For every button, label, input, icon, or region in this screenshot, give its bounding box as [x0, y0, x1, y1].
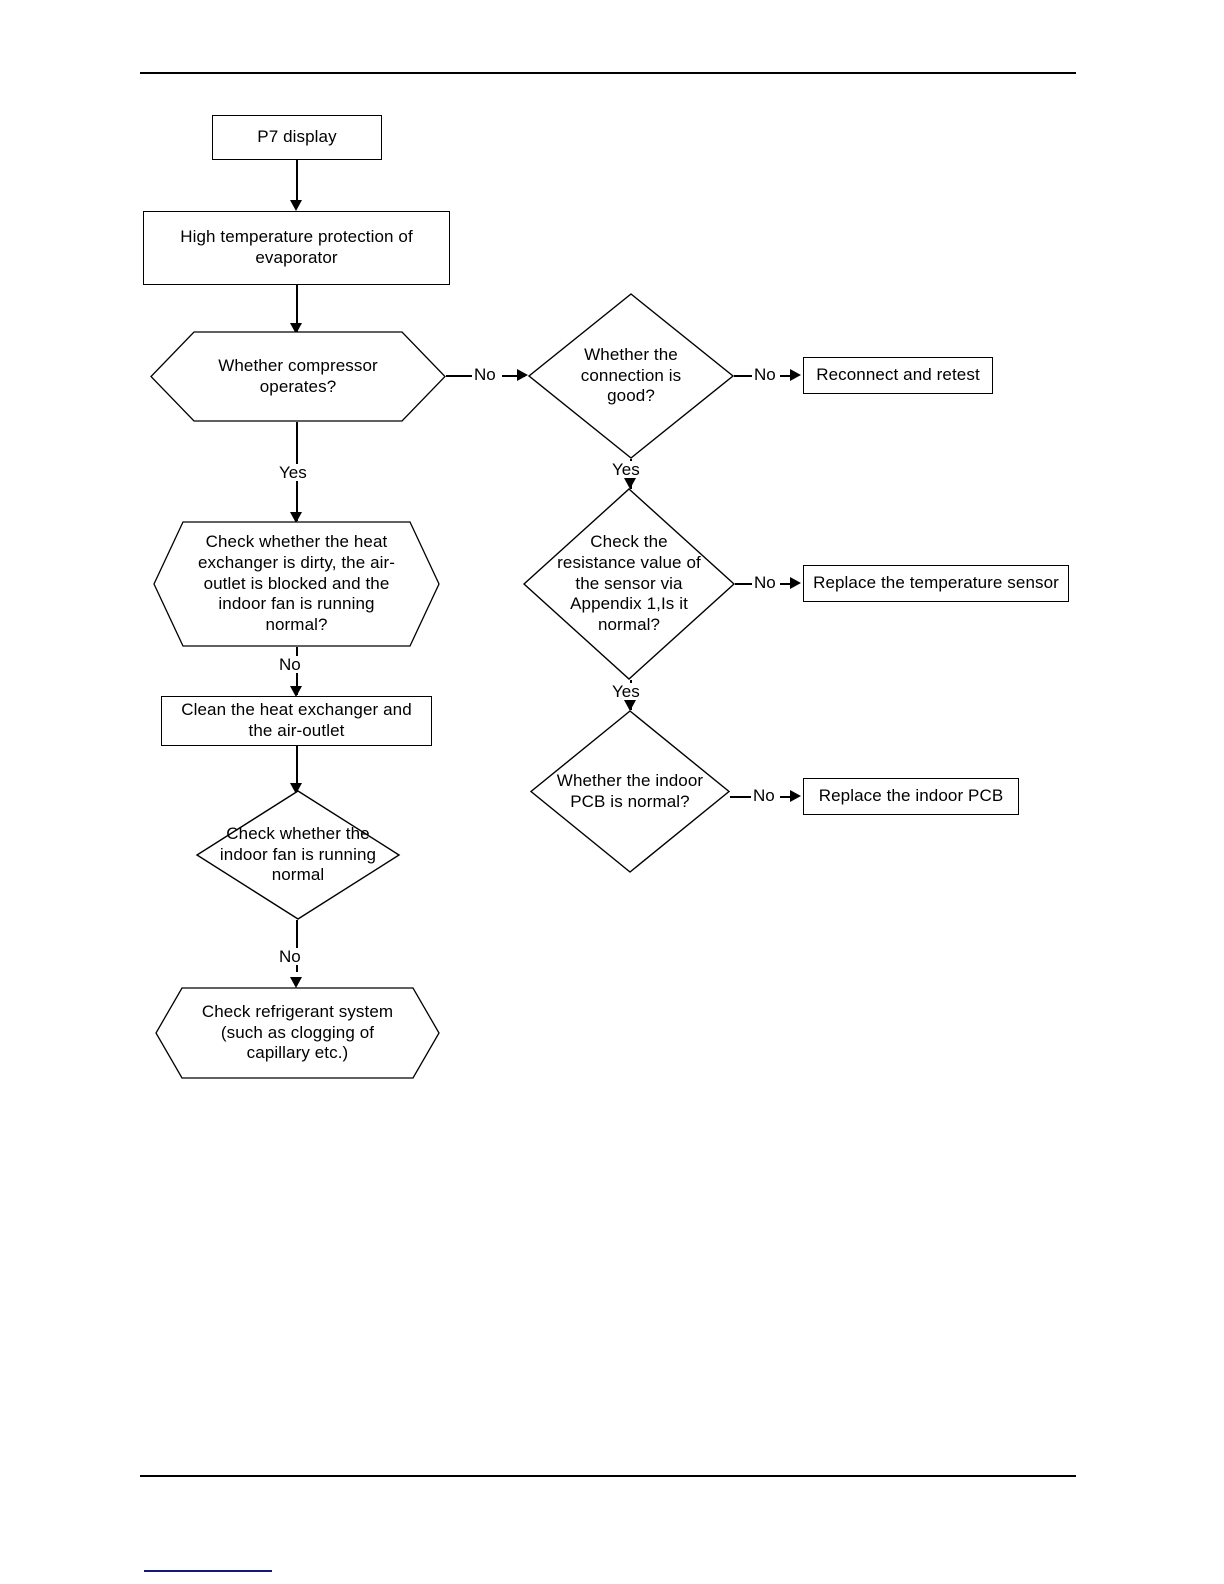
hexagon-shape — [153, 521, 440, 647]
edge-clean-to-fan-arrow — [290, 783, 302, 794]
edge-label-compressor-yes: Yes — [277, 463, 309, 482]
edge-compressor-yes-arrow — [290, 512, 302, 523]
node-heat-exchanger-check-label: Check whether the heat exchanger is dirt… — [197, 532, 396, 635]
node-indoor-fan-running: Check whether the indoor fan is running … — [195, 790, 401, 920]
edge-sensor-no-arrow — [790, 577, 801, 589]
header-rule — [140, 72, 1076, 74]
node-p7-display: P7 display — [212, 115, 382, 160]
diamond-shape — [527, 293, 735, 459]
edge-label-sensor-no: No — [752, 573, 778, 592]
node-indoor-pcb-normal-label: Whether the indoor PCB is normal? — [556, 770, 704, 811]
node-replace-temperature-sensor-label: Replace the temperature sensor — [813, 573, 1059, 593]
edge-hightemp-to-compressor-arrow — [290, 323, 302, 334]
node-reconnect-and-retest-label: Reconnect and retest — [816, 365, 980, 385]
hexagon-shape — [150, 331, 446, 422]
edge-clean-to-fan-line — [296, 746, 298, 792]
edge-fan-no-line — [296, 920, 298, 972]
edge-sensor-no-line-a — [735, 583, 753, 585]
edge-label-connection-yes: Yes — [610, 460, 642, 479]
node-clean-heat-exchanger: Clean the heat exchanger and the air-out… — [161, 696, 432, 746]
diamond-shape — [195, 790, 401, 920]
edge-pcb-no-line-a — [730, 796, 752, 798]
edge-compressor-no-line-a — [446, 375, 473, 377]
edge-connection-yes-arrow — [624, 478, 636, 489]
edge-pcb-no-arrow — [790, 790, 801, 802]
node-reconnect-and-retest: Reconnect and retest — [803, 357, 993, 394]
node-indoor-pcb-normal: Whether the indoor PCB is normal? — [529, 710, 731, 873]
diamond-shape — [529, 710, 731, 873]
edge-label-connection-no: No — [752, 365, 778, 384]
node-connection-good-label: Whether the connection is good? — [580, 344, 682, 406]
edge-connection-no-line-a — [734, 375, 754, 377]
edge-label-pcb-no: No — [751, 786, 777, 805]
edge-connection-no-line-b — [780, 375, 796, 377]
node-sensor-resistance-check-label: Check the resistance value of the sensor… — [557, 532, 701, 635]
node-compressor-operates: Whether compressor operates? — [150, 331, 446, 422]
edge-p7-to-hightemp — [296, 160, 298, 205]
node-compressor-operates-label: Whether compressor operates? — [218, 355, 378, 396]
edge-compressor-no-line-b — [502, 375, 525, 377]
node-p7-display-label: P7 display — [257, 127, 337, 147]
footer-link-underline — [144, 1570, 272, 1572]
edge-fan-no-arrow — [290, 977, 302, 988]
footer-rule — [140, 1475, 1076, 1477]
node-check-refrigerant-system-label: Check refrigerant system (such as cloggi… — [201, 1001, 394, 1063]
hexagon-shape — [155, 987, 440, 1079]
edge-sensor-yes-arrow — [624, 700, 636, 711]
node-high-temperature-protection: High temperature protection of evaporato… — [143, 211, 450, 285]
node-replace-indoor-pcb: Replace the indoor PCB — [803, 778, 1019, 815]
edge-label-sensor-yes: Yes — [610, 682, 642, 701]
edge-label-fan-no: No — [277, 947, 303, 966]
edge-label-heat-exchanger-no: No — [277, 655, 303, 674]
edge-compressor-no-arrow — [517, 369, 528, 381]
node-connection-good: Whether the connection is good? — [527, 293, 735, 459]
node-heat-exchanger-check: Check whether the heat exchanger is dirt… — [153, 521, 440, 647]
edge-hightemp-to-compressor — [296, 285, 298, 332]
edge-label-compressor-no: No — [472, 365, 498, 384]
node-clean-heat-exchanger-label: Clean the heat exchanger and the air-out… — [181, 700, 412, 740]
node-replace-indoor-pcb-label: Replace the indoor PCB — [818, 786, 1004, 806]
edge-sensor-no-line-b — [780, 583, 796, 585]
edge-heatexchanger-no-arrow — [290, 686, 302, 697]
edge-p7-to-hightemp-arrow — [290, 200, 302, 211]
edge-pcb-no-line-b — [780, 796, 796, 798]
edge-connection-no-arrow — [790, 369, 801, 381]
node-sensor-resistance-check: Check the resistance value of the sensor… — [522, 488, 736, 680]
node-indoor-fan-running-label: Check whether the indoor fan is running … — [219, 823, 377, 885]
node-replace-temperature-sensor: Replace the temperature sensor — [803, 565, 1069, 602]
node-check-refrigerant-system: Check refrigerant system (such as cloggi… — [155, 987, 440, 1079]
diamond-shape — [522, 488, 736, 680]
node-high-temperature-protection-label: High temperature protection of evaporato… — [180, 227, 413, 267]
